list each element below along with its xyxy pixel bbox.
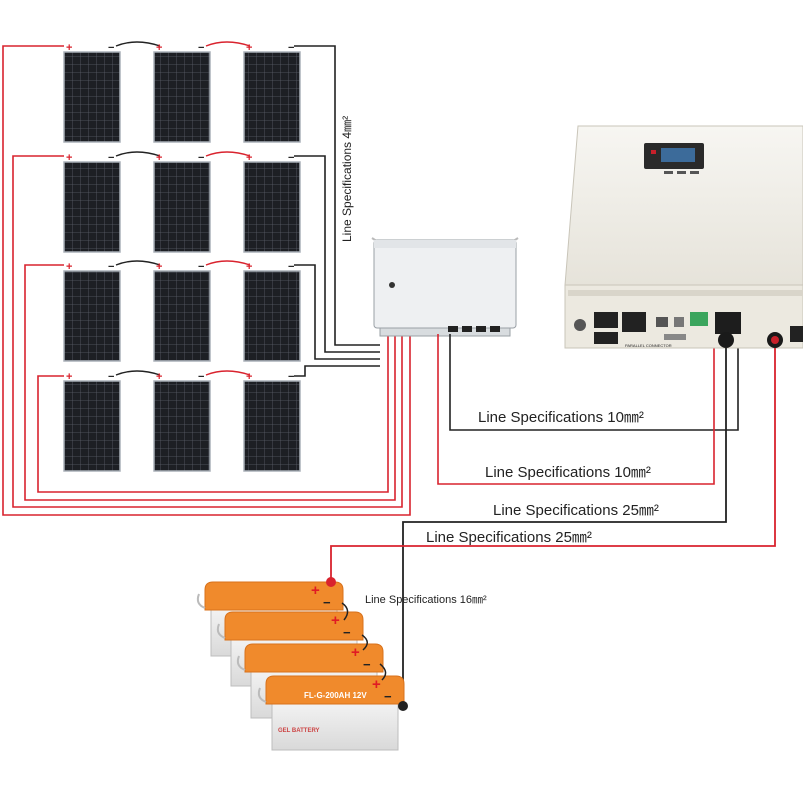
- panel-negative-marker: −: [108, 42, 114, 54]
- panel-positive-marker: +: [66, 42, 72, 54]
- solar-panel: +−: [243, 152, 301, 253]
- battery-series-links: [341, 602, 387, 681]
- battery-negative-marker: −: [323, 595, 331, 610]
- panel-positive-marker: +: [66, 371, 72, 383]
- solar-panel: +−: [153, 151, 251, 253]
- panel-series-link: [115, 151, 161, 157]
- battery-positive-marker: +: [372, 676, 381, 693]
- panel-positive-marker: +: [246, 261, 252, 273]
- pv-string-wiring: [2, 45, 411, 516]
- panel-series-link: [205, 260, 251, 266]
- battery-negative-marker: −: [384, 689, 392, 704]
- panel-negative-marker: −: [108, 261, 114, 273]
- cable-label-d: Line Specifications 25㎜²: [426, 529, 592, 546]
- battery: +− FL-G-200AH 12V GEL BATTERY: [257, 675, 405, 751]
- pv-input-terminals[interactable]: [715, 312, 741, 334]
- solar-panel: +−: [243, 371, 301, 472]
- terminal-block[interactable]: [690, 312, 708, 326]
- solar-panel-array: +−+−+−+−+−+−+−+−+−+−+−+−: [63, 41, 301, 472]
- panel-positive-marker: +: [246, 371, 252, 383]
- solar-panel: +−: [243, 261, 301, 362]
- port-label: PARALLEL CONNECTOR: [625, 343, 672, 348]
- battery-negative-terminal: [398, 701, 408, 711]
- panel-negative-marker: −: [108, 152, 114, 164]
- pv-string-label: Line Specifications 4㎜²: [340, 116, 354, 242]
- panel-positive-marker: +: [156, 261, 162, 273]
- battery-positive-marker: +: [351, 644, 360, 661]
- solar-panel: +−: [153, 260, 251, 362]
- panel-series-link: [205, 151, 251, 157]
- panel-series-link: [205, 370, 251, 376]
- battery-output-wiring: [330, 348, 776, 706]
- solar-panel: +−: [63, 260, 161, 362]
- panel-negative-marker: −: [198, 42, 204, 54]
- battery-model: FL-G-200AH 12V: [304, 691, 367, 700]
- cable-label-b: Line Specifications 10㎜²: [485, 464, 651, 481]
- panel-positive-marker: +: [156, 152, 162, 164]
- panel-series-link: [205, 41, 251, 47]
- cable-label-c: Line Specifications 25㎜²: [493, 502, 659, 519]
- solar-panel: +−: [153, 370, 251, 472]
- panel-negative-marker: −: [198, 371, 204, 383]
- panel-positive-marker: +: [246, 152, 252, 164]
- panel-negative-marker: −: [288, 261, 294, 273]
- combiner-output-wiring: [437, 318, 739, 485]
- solar-panel: +−: [153, 41, 251, 143]
- panel-series-link: [115, 41, 161, 47]
- battery-type: GEL BATTERY: [278, 728, 320, 734]
- panel-negative-marker: −: [198, 261, 204, 273]
- solar-panel: +−: [63, 151, 161, 253]
- panel-negative-marker: −: [108, 371, 114, 383]
- battery-negative-marker: −: [343, 625, 351, 640]
- panel-negative-marker: −: [288, 42, 294, 54]
- battery-positive-terminal: [326, 577, 336, 587]
- combiner-box: [371, 237, 519, 337]
- solar-panel: +−: [63, 370, 161, 472]
- battery-positive-marker: +: [331, 612, 340, 629]
- panel-positive-marker: +: [66, 261, 72, 273]
- panel-positive-marker: +: [66, 152, 72, 164]
- lock-icon: [389, 282, 395, 288]
- cable-label-a: Line Specifications 10㎜²: [478, 409, 644, 426]
- battery-negative-marker: −: [363, 657, 371, 672]
- panel-positive-marker: +: [156, 42, 162, 54]
- panel-series-link: [115, 260, 161, 266]
- solar-panel: +−: [63, 41, 161, 143]
- battery-link-label: Line Specifications 16㎜²: [365, 594, 487, 606]
- panel-positive-marker: +: [246, 42, 252, 54]
- panel-negative-marker: −: [198, 152, 204, 164]
- panel-positive-marker: +: [156, 371, 162, 383]
- panel-series-link: [115, 370, 161, 376]
- panel-negative-marker: −: [288, 152, 294, 164]
- panel-negative-marker: −: [288, 371, 294, 383]
- inverter-display: [644, 143, 704, 174]
- battery-positive-marker: +: [311, 582, 320, 599]
- solar-panel: +−: [243, 42, 301, 143]
- ethernet-port[interactable]: [656, 317, 668, 327]
- battery-terminal-negative[interactable]: [718, 332, 734, 348]
- breaker-knob[interactable]: [574, 319, 586, 331]
- inverter: PARALLEL CONNECTOR: [564, 125, 803, 349]
